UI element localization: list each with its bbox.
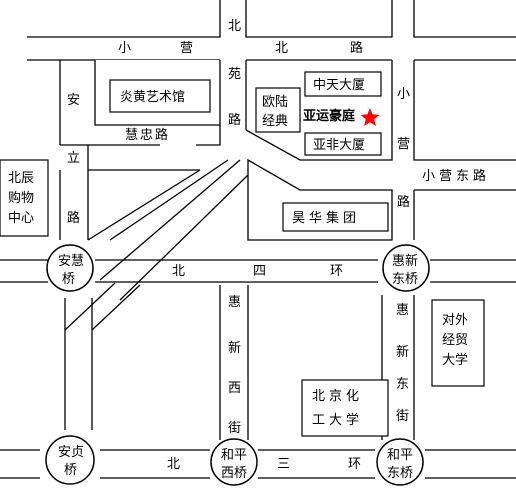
- svg-text:安贞: 安贞: [58, 445, 84, 460]
- road-label-xiaoying-3: 路: [397, 194, 410, 210]
- building-yanhuang: 炎黄艺术馆: [109, 79, 211, 113]
- bridges: 安慧 桥 惠新 东桥 安贞 桥 和平 西桥 和平 东桥: [45, 244, 430, 486]
- road-label-ring3-3: 环: [348, 457, 361, 472]
- bridge-huixin-east: 惠新 东桥: [382, 244, 430, 292]
- bridge-heping-east: 和平 东桥: [376, 438, 424, 486]
- star-icon: [360, 108, 380, 126]
- svg-text:东桥: 东桥: [392, 272, 418, 287]
- road-label-yuan-top: 北: [228, 19, 241, 34]
- building-oulu: 欧陆 经典: [255, 87, 301, 133]
- buildings: 炎黄艺术馆 欧陆 经典 中天大厦 亚运豪庭 亚非大厦 北辰 购物 中心: [0, 71, 485, 437]
- road-label-ring3-2: 三: [277, 457, 290, 472]
- building-yayun: 亚运豪庭: [303, 108, 356, 124]
- svg-text:西桥: 西桥: [221, 466, 247, 481]
- svg-text:和平: 和平: [387, 448, 413, 463]
- svg-text:工大学: 工大学: [312, 412, 363, 428]
- svg-text:经典: 经典: [262, 114, 288, 129]
- road-label-ring3-1: 北: [167, 457, 180, 472]
- svg-text:东桥: 东桥: [387, 466, 413, 481]
- road-label-xiaoying-2: 营: [397, 137, 410, 152]
- svg-text:惠新: 惠新: [392, 253, 418, 269]
- road-outlines: [0, 0, 516, 479]
- svg-text:欧陆: 欧陆: [262, 94, 288, 110]
- road-label-huixin-east-4: 街: [396, 409, 409, 424]
- svg-text:对外: 对外: [442, 313, 468, 328]
- road-label-xiaoying-north-3: 北: [275, 41, 288, 56]
- building-beijing-chem: 北京化 工大学: [301, 379, 389, 437]
- svg-text:亚非大厦: 亚非大厦: [313, 138, 365, 153]
- road-label-huixin-west-4: 街: [228, 421, 241, 436]
- road-label-xiaoying-north-4: 路: [350, 40, 363, 56]
- svg-text:桥: 桥: [62, 272, 75, 287]
- road-label-huixin-west-3: 西: [228, 381, 241, 396]
- road-label-xiaoying-1: 小: [397, 87, 410, 102]
- svg-text:炎黄艺术馆: 炎黄艺术馆: [120, 90, 185, 105]
- svg-text:北京化: 北京化: [312, 389, 363, 404]
- building-haohua: 昊华集团: [282, 202, 389, 232]
- road-label-li-2: 路: [67, 210, 80, 226]
- road-label-li-1: 立: [67, 151, 80, 166]
- road-label-xiaoying-east: 小营东路: [422, 168, 490, 184]
- bridge-anhui: 安慧 桥: [46, 244, 94, 292]
- svg-text:中心: 中心: [8, 211, 34, 226]
- road-label-huixin-west-2: 新: [228, 340, 241, 356]
- road-label-yuan-1: 苑: [228, 67, 241, 82]
- bridge-anzhen: 安贞 桥: [45, 435, 95, 485]
- svg-text:购物: 购物: [8, 190, 34, 206]
- road-label-ring4-1: 北: [172, 264, 185, 279]
- road-label-ring4-3: 环: [330, 264, 343, 279]
- building-duiwai: 对外 经贸 大学: [431, 299, 485, 387]
- svg-text:北辰: 北辰: [8, 171, 34, 186]
- svg-text:和平: 和平: [221, 448, 247, 463]
- svg-text:桥: 桥: [64, 463, 77, 478]
- bridge-heping-west: 和平 西桥: [210, 438, 258, 486]
- road-label-huixin-west-1: 惠: [228, 295, 241, 310]
- svg-text:亚运豪庭: 亚运豪庭: [303, 108, 356, 124]
- svg-text:大学: 大学: [442, 352, 468, 368]
- svg-text:中天大厦: 中天大厦: [313, 78, 365, 93]
- location-marker: [360, 108, 380, 126]
- svg-text:昊华集团: 昊华集团: [292, 210, 360, 226]
- svg-text:安慧: 安慧: [58, 253, 84, 269]
- building-beichen: 北辰 购物 中心: [0, 159, 49, 237]
- road-label-huixin-east-3: 东: [396, 377, 409, 392]
- road-labels: 小 营 北 路 北 苑 路 安 立 路 慧忠路 小 营 路 小营东路 北 四 环…: [67, 19, 490, 472]
- road-label-huixin-east-1: 惠: [396, 303, 409, 318]
- road-label-ring4-2: 四: [253, 264, 266, 279]
- svg-text:经贸: 经贸: [442, 333, 468, 348]
- road-label-xiaoying-north-1: 小: [118, 41, 131, 56]
- road-label-huizhong: 慧忠路: [125, 127, 170, 143]
- road-label-yuan-2: 路: [228, 112, 241, 128]
- building-yafei: 亚非大厦: [304, 132, 382, 156]
- road-label-an: 安: [67, 93, 80, 108]
- road-label-huixin-east-2: 新: [396, 344, 409, 360]
- road-label-xiaoying-north-2: 营: [180, 41, 193, 56]
- building-zhongtian: 中天大厦: [304, 71, 382, 97]
